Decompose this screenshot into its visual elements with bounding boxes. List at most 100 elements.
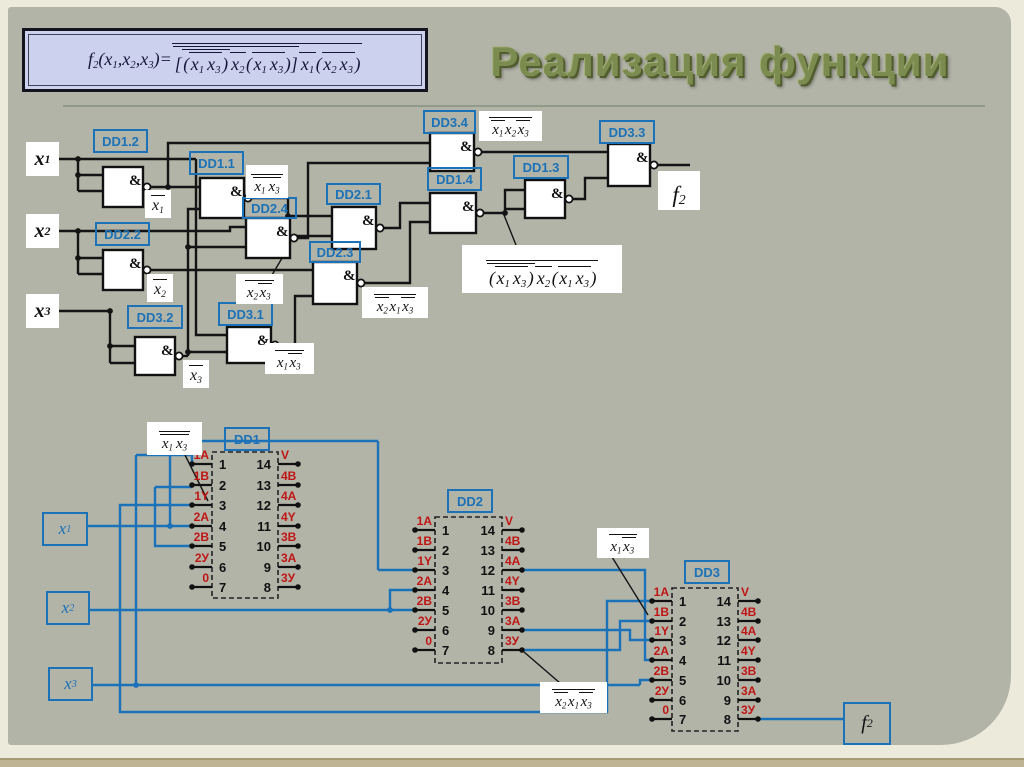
junction-dot bbox=[502, 210, 508, 216]
pin-label: 2B bbox=[417, 594, 433, 608]
pin-number: 11 bbox=[257, 519, 271, 534]
pin-label: 2A bbox=[194, 510, 210, 524]
junction-dot bbox=[107, 308, 113, 314]
pin-number: 14 bbox=[257, 457, 272, 472]
pin-dot bbox=[755, 618, 761, 624]
pin-number: 14 bbox=[717, 594, 732, 609]
and-symbol: & bbox=[276, 224, 289, 240]
pin-label: 2У bbox=[195, 551, 210, 565]
pin-label: 4A bbox=[505, 554, 521, 568]
pin-dot bbox=[755, 677, 761, 683]
pin-dot bbox=[519, 627, 525, 633]
pin-dot bbox=[755, 697, 761, 703]
and-symbol: & bbox=[636, 150, 649, 166]
gate-DD1.1: & bbox=[198, 176, 253, 220]
pin-dot bbox=[649, 618, 655, 624]
pin-label: 2A bbox=[654, 644, 670, 658]
pin-dot bbox=[189, 482, 195, 488]
gate-DD3.2: & bbox=[133, 335, 184, 377]
pin-label: 4Y bbox=[741, 644, 756, 658]
pin-label: 3A bbox=[505, 614, 521, 628]
pin-dot bbox=[295, 543, 301, 549]
pin-label: 2У bbox=[418, 614, 433, 628]
inversion-bubble bbox=[142, 265, 152, 275]
wire bbox=[118, 503, 652, 714]
pin-dot bbox=[295, 523, 301, 529]
pin-label: 2У bbox=[655, 684, 670, 698]
pin-label: 4B bbox=[281, 469, 297, 483]
pin-number: 12 bbox=[717, 633, 731, 648]
pin-label: 0 bbox=[662, 703, 669, 717]
pin-label: V bbox=[505, 514, 513, 528]
gate-body bbox=[311, 260, 359, 306]
pin-dot bbox=[649, 697, 655, 703]
pin-label: 3У bbox=[741, 703, 756, 717]
junction-dot bbox=[75, 156, 81, 162]
pin-label: 1B bbox=[417, 534, 433, 548]
wire bbox=[194, 159, 227, 337]
pin-label: 4B bbox=[741, 605, 757, 619]
junction-dot bbox=[75, 255, 81, 261]
junction-dot bbox=[133, 682, 139, 688]
pin-label: 4Y bbox=[505, 574, 520, 588]
wire bbox=[380, 201, 430, 230]
pointer-line bbox=[503, 214, 517, 246]
pin-label: 0 bbox=[425, 634, 432, 648]
inversion-bubble bbox=[475, 208, 485, 218]
junction-dot bbox=[75, 228, 81, 234]
pin-number: 5 bbox=[219, 539, 226, 554]
pin-label: 1Y bbox=[654, 624, 669, 638]
inversion-bubble bbox=[243, 193, 253, 203]
pin-label: 3У bbox=[281, 571, 296, 585]
pointer-line bbox=[611, 556, 649, 616]
pin-dot bbox=[412, 627, 418, 633]
pin-number: 1 bbox=[679, 594, 686, 609]
pin-dot bbox=[649, 637, 655, 643]
pin-label: 3A bbox=[741, 684, 757, 698]
pin-dot bbox=[519, 567, 525, 573]
gate-body bbox=[523, 178, 567, 220]
pin-number: 5 bbox=[442, 603, 449, 618]
pin-number: 9 bbox=[488, 623, 495, 638]
pin-dot bbox=[519, 527, 525, 533]
pin-dot bbox=[295, 584, 301, 590]
inversion-bubble bbox=[356, 278, 366, 288]
pin-dot bbox=[412, 547, 418, 553]
pin-dot bbox=[649, 677, 655, 683]
pin-number: 4 bbox=[679, 653, 687, 668]
wire bbox=[136, 453, 194, 464]
and-symbol: & bbox=[129, 256, 142, 272]
wire bbox=[638, 678, 652, 685]
wire bbox=[275, 294, 313, 347]
pin-dot bbox=[649, 657, 655, 663]
junction-dot bbox=[285, 213, 291, 219]
wire bbox=[388, 588, 415, 610]
inversion-bubble bbox=[375, 223, 385, 233]
pin-label: 1A bbox=[417, 514, 433, 528]
pin-label: 4B bbox=[505, 534, 521, 548]
gate-DD3.3: & bbox=[606, 142, 659, 188]
pin-label: 1A bbox=[654, 585, 670, 599]
pin-number: 12 bbox=[257, 498, 271, 513]
slide-bottom-edge bbox=[0, 758, 1024, 767]
pin-label: 1B bbox=[194, 469, 210, 483]
junction-dot bbox=[387, 607, 393, 613]
pin-number: 6 bbox=[679, 693, 686, 708]
and-symbol: & bbox=[161, 343, 174, 359]
pin-dot bbox=[649, 716, 655, 722]
junction-dot bbox=[185, 349, 191, 355]
gate-DD1.3: & bbox=[523, 178, 574, 220]
inversion-bubble bbox=[174, 351, 184, 361]
pin-number: 3 bbox=[442, 563, 449, 578]
inversion-bubble bbox=[649, 160, 659, 170]
pin-number: 13 bbox=[481, 543, 495, 558]
pin-dot bbox=[412, 527, 418, 533]
gate-DD2.2: & bbox=[101, 248, 152, 292]
pin-number: 11 bbox=[717, 653, 731, 668]
inversion-bubble bbox=[564, 194, 574, 204]
pin-number: 4 bbox=[442, 583, 450, 598]
pin-label: 1Y bbox=[417, 554, 432, 568]
wire bbox=[361, 220, 430, 285]
